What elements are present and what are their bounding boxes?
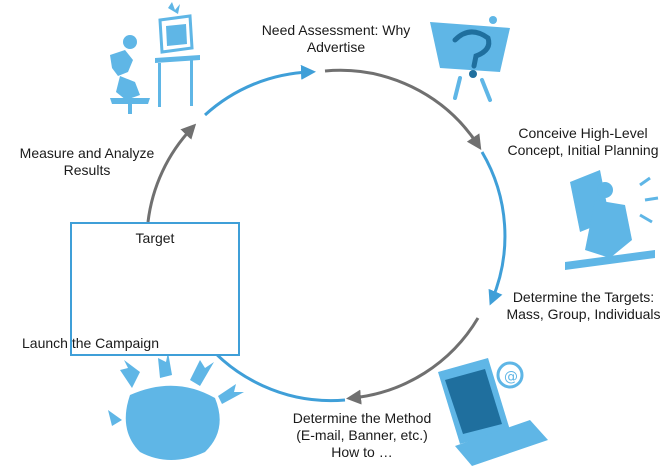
step-need-line-2: Advertise [306, 39, 366, 55]
arc-conceive-to-targets [480, 151, 507, 306]
arc-measure-to-need [203, 64, 316, 117]
arc-launch-to-measure [146, 123, 197, 223]
step-conceive-concept: Conceive High-Level Concept, Initial Pla… [495, 125, 671, 159]
step-conceive-line-1: Conceive High-Level [518, 125, 648, 141]
step-determine-method: Determine the Method (E-mail, Banner, et… [262, 410, 462, 461]
step-method-line-2: (E-mail, Banner, etc.) [296, 427, 428, 443]
question-mark-figure-icon [430, 16, 510, 102]
svg-text:@: @ [504, 369, 518, 385]
step-conceive-line-2: Concept, Initial Planning [507, 142, 659, 158]
target-box: Target [70, 222, 240, 356]
step-launch-campaign: Launch the Campaign [22, 335, 202, 352]
target-box-title: Target [135, 230, 175, 246]
step-targets-line-2: Mass, Group, Individuals [506, 306, 661, 322]
step-method-line-3: How to … [331, 444, 393, 460]
people-crowd-arrows-icon [108, 352, 244, 460]
arc-targets-to-method [346, 317, 480, 405]
step-launch-line-1: Launch the Campaign [22, 335, 159, 351]
step-measure-line-2: Results [63, 162, 111, 178]
step-determine-targets: Determine the Targets: Mass, Group, Indi… [496, 289, 671, 323]
arc-need-to-conceive [324, 68, 482, 151]
person-at-computer-icon [110, 2, 200, 114]
step-measure-line-1: Measure and Analyze [19, 145, 155, 161]
step-method-line-1: Determine the Method [292, 410, 432, 426]
step-need-assessment: Need Assessment: Why Advertise [236, 22, 436, 56]
presenter-with-board-icon [565, 170, 659, 270]
step-need-line-1: Need Assessment: Why [261, 22, 411, 38]
step-measure-analyze: Measure and Analyze Results [2, 145, 172, 179]
laptop-email-icon: @ [438, 358, 548, 466]
step-targets-line-1: Determine the Targets: [512, 289, 655, 305]
